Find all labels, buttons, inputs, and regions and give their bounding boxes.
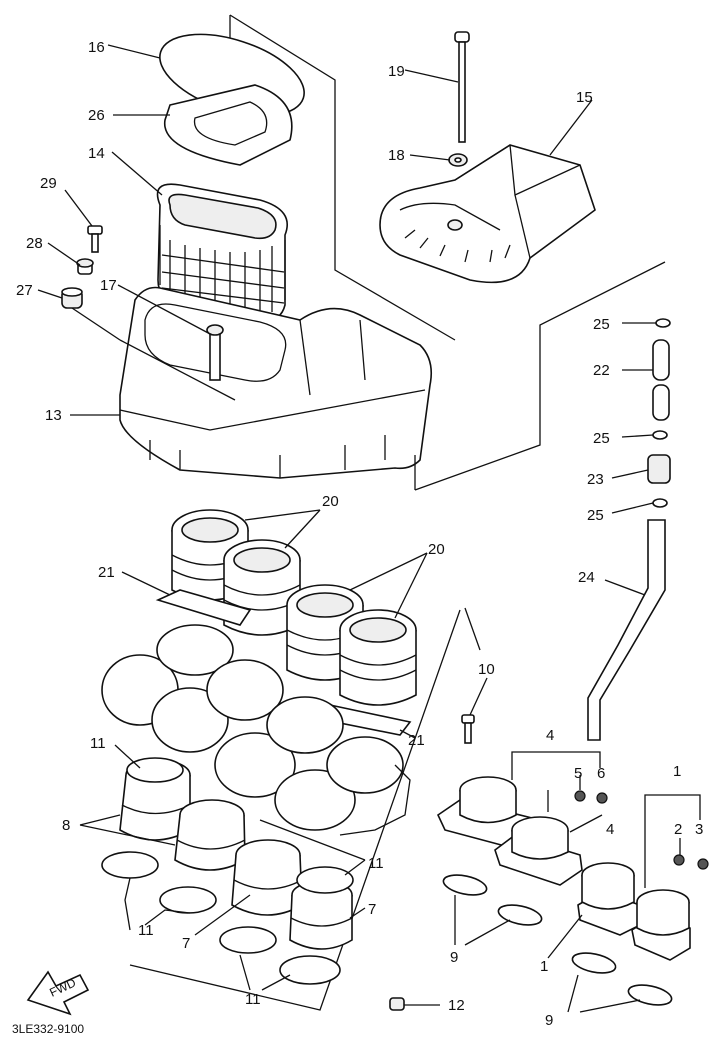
manifolds-4 (436, 776, 583, 886)
callout-11-left: 11 (138, 922, 154, 939)
callout-2: 2 (674, 821, 682, 838)
seal-plate-26 (163, 84, 293, 166)
carburetor-bank (101, 624, 411, 836)
callout-24: 24 (578, 569, 595, 586)
small-screws (574, 790, 709, 870)
air-filter-element-14 (156, 183, 288, 322)
callout-11-right: 11 (368, 855, 384, 872)
bolt-19 (454, 31, 470, 143)
leader-lines (37, 44, 701, 1013)
manifolds-1 (577, 862, 691, 961)
callout-7-right: 7 (368, 901, 376, 918)
air-filter-case-13 (119, 286, 433, 490)
callout-21-right: 21 (408, 732, 425, 749)
callout-20-right: 20 (428, 541, 445, 558)
callout-6: 6 (597, 765, 605, 782)
callout-10: 10 (478, 661, 495, 678)
washer-18 (448, 153, 468, 167)
callout-14: 14 (88, 145, 105, 162)
breather-hose-assembly (587, 318, 671, 741)
filter-cover-15 (379, 144, 596, 284)
callout-28: 28 (26, 235, 43, 252)
stud-17 (206, 324, 224, 381)
callout-4-bottom: 4 (606, 821, 614, 838)
figure-code: 3LE332-9100 (12, 1022, 84, 1036)
callout-11-top: 11 (90, 735, 106, 752)
callout-3: 3 (695, 821, 703, 838)
callout-19: 19 (388, 63, 405, 80)
callout-20-left: 20 (322, 493, 339, 510)
callout-9-right: 9 (545, 1012, 553, 1029)
callout-21-left: 21 (98, 564, 115, 581)
bolt-10 (461, 714, 475, 744)
callout-23: 23 (587, 471, 604, 488)
assembly-lines (129, 14, 666, 1011)
callout-15: 15 (576, 89, 593, 106)
screw-29 (87, 225, 103, 253)
callout-27: 27 (16, 282, 33, 299)
collar-28 (76, 258, 94, 275)
callout-4-top: 4 (546, 727, 554, 744)
fwd-arrow: FWD (26, 970, 90, 1016)
callout-12: 12 (448, 997, 465, 1014)
callout-25-top: 25 (593, 316, 610, 333)
callout-17: 17 (100, 277, 117, 294)
callout-18: 18 (388, 147, 405, 164)
callout-9-left: 9 (450, 949, 458, 966)
callout-16: 16 (88, 39, 105, 56)
plug-12 (389, 997, 405, 1011)
callout-29: 29 (40, 175, 57, 192)
callout-5: 5 (574, 765, 582, 782)
callout-11-bottom: 11 (245, 991, 261, 1008)
callout-25-middle: 25 (593, 430, 610, 447)
callout-26: 26 (88, 107, 105, 124)
callout-1-top: 1 (673, 763, 681, 780)
callout-13: 13 (45, 407, 62, 424)
callout-8: 8 (62, 817, 70, 834)
carb-joints-20 (171, 509, 417, 706)
callout-25-bottom: 25 (587, 507, 604, 524)
callout-labels: 16 26 14 29 28 27 17 13 19 15 18 25 22 2… (16, 39, 703, 1029)
hose-clamps-11 (101, 757, 354, 985)
callout-22: 22 (593, 362, 610, 379)
grommet-27 (61, 287, 83, 309)
callout-7-left: 7 (182, 935, 190, 952)
callout-1-bottom: 1 (540, 958, 548, 975)
